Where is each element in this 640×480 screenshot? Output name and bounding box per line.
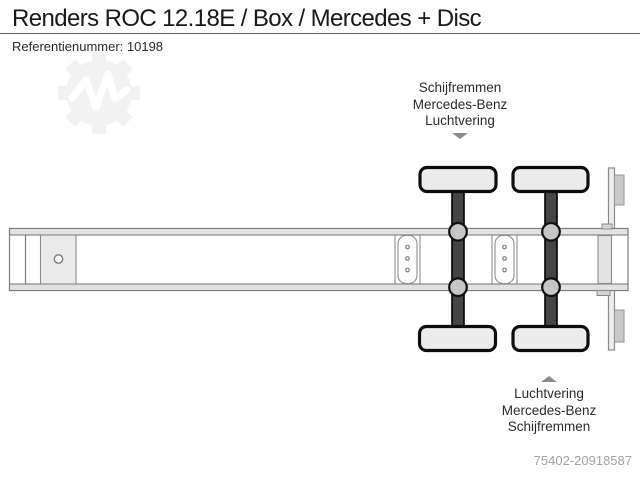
rear-bracket-bottom [596, 290, 611, 296]
reference-number: Referentienummer: 10198 [12, 39, 164, 54]
rear-end-fittings [596, 174, 625, 343]
cross-member-plate [491, 234, 518, 285]
arrow-down-icon [452, 132, 468, 139]
cross-member-plate [394, 234, 421, 285]
suspension-bellows [448, 221, 561, 298]
wheel [417, 324, 498, 353]
axle-rear [544, 169, 558, 345]
annotation-rear-axle: Luchtvering Mercedes-Benz Schijfremmen [459, 376, 639, 436]
annotation-line: Schijfremmen [418, 80, 502, 95]
annotation-line: Luchtvering [514, 386, 584, 401]
trailer-frame [8, 227, 629, 292]
wheels [417, 165, 590, 353]
annotation-line: Mercedes-Benz [412, 96, 508, 112]
image-id: 75402-20918587 [533, 453, 632, 468]
kingpin-icon [53, 254, 64, 264]
rear-crossbox [597, 234, 613, 285]
rear-bracket-top [601, 223, 613, 230]
annotation-line: Schijfremmen [507, 419, 591, 434]
page-title: Renders ROC 12.18E / Box / Mercedes + Di… [12, 5, 482, 32]
wheel [511, 165, 590, 194]
wheel [511, 324, 590, 353]
rear-lamp-top [614, 174, 625, 206]
annotation-line: Mercedes-Benz [501, 402, 597, 418]
axle-front [451, 169, 465, 345]
annotation-line: Luchtvering [425, 113, 495, 128]
wheel [418, 165, 498, 194]
rear-lamp-bottom [614, 309, 625, 343]
watermark-gear-icon [58, 52, 140, 134]
arrow-up-icon [541, 376, 557, 382]
front-kingpin-plate [39, 234, 77, 285]
frame-rail-top [8, 227, 629, 236]
title-divider [0, 33, 640, 34]
frame-rail-bottom [8, 283, 629, 292]
annotation-front-axle: Schijfremmen Mercedes-Benz Luchtvering [370, 80, 550, 139]
